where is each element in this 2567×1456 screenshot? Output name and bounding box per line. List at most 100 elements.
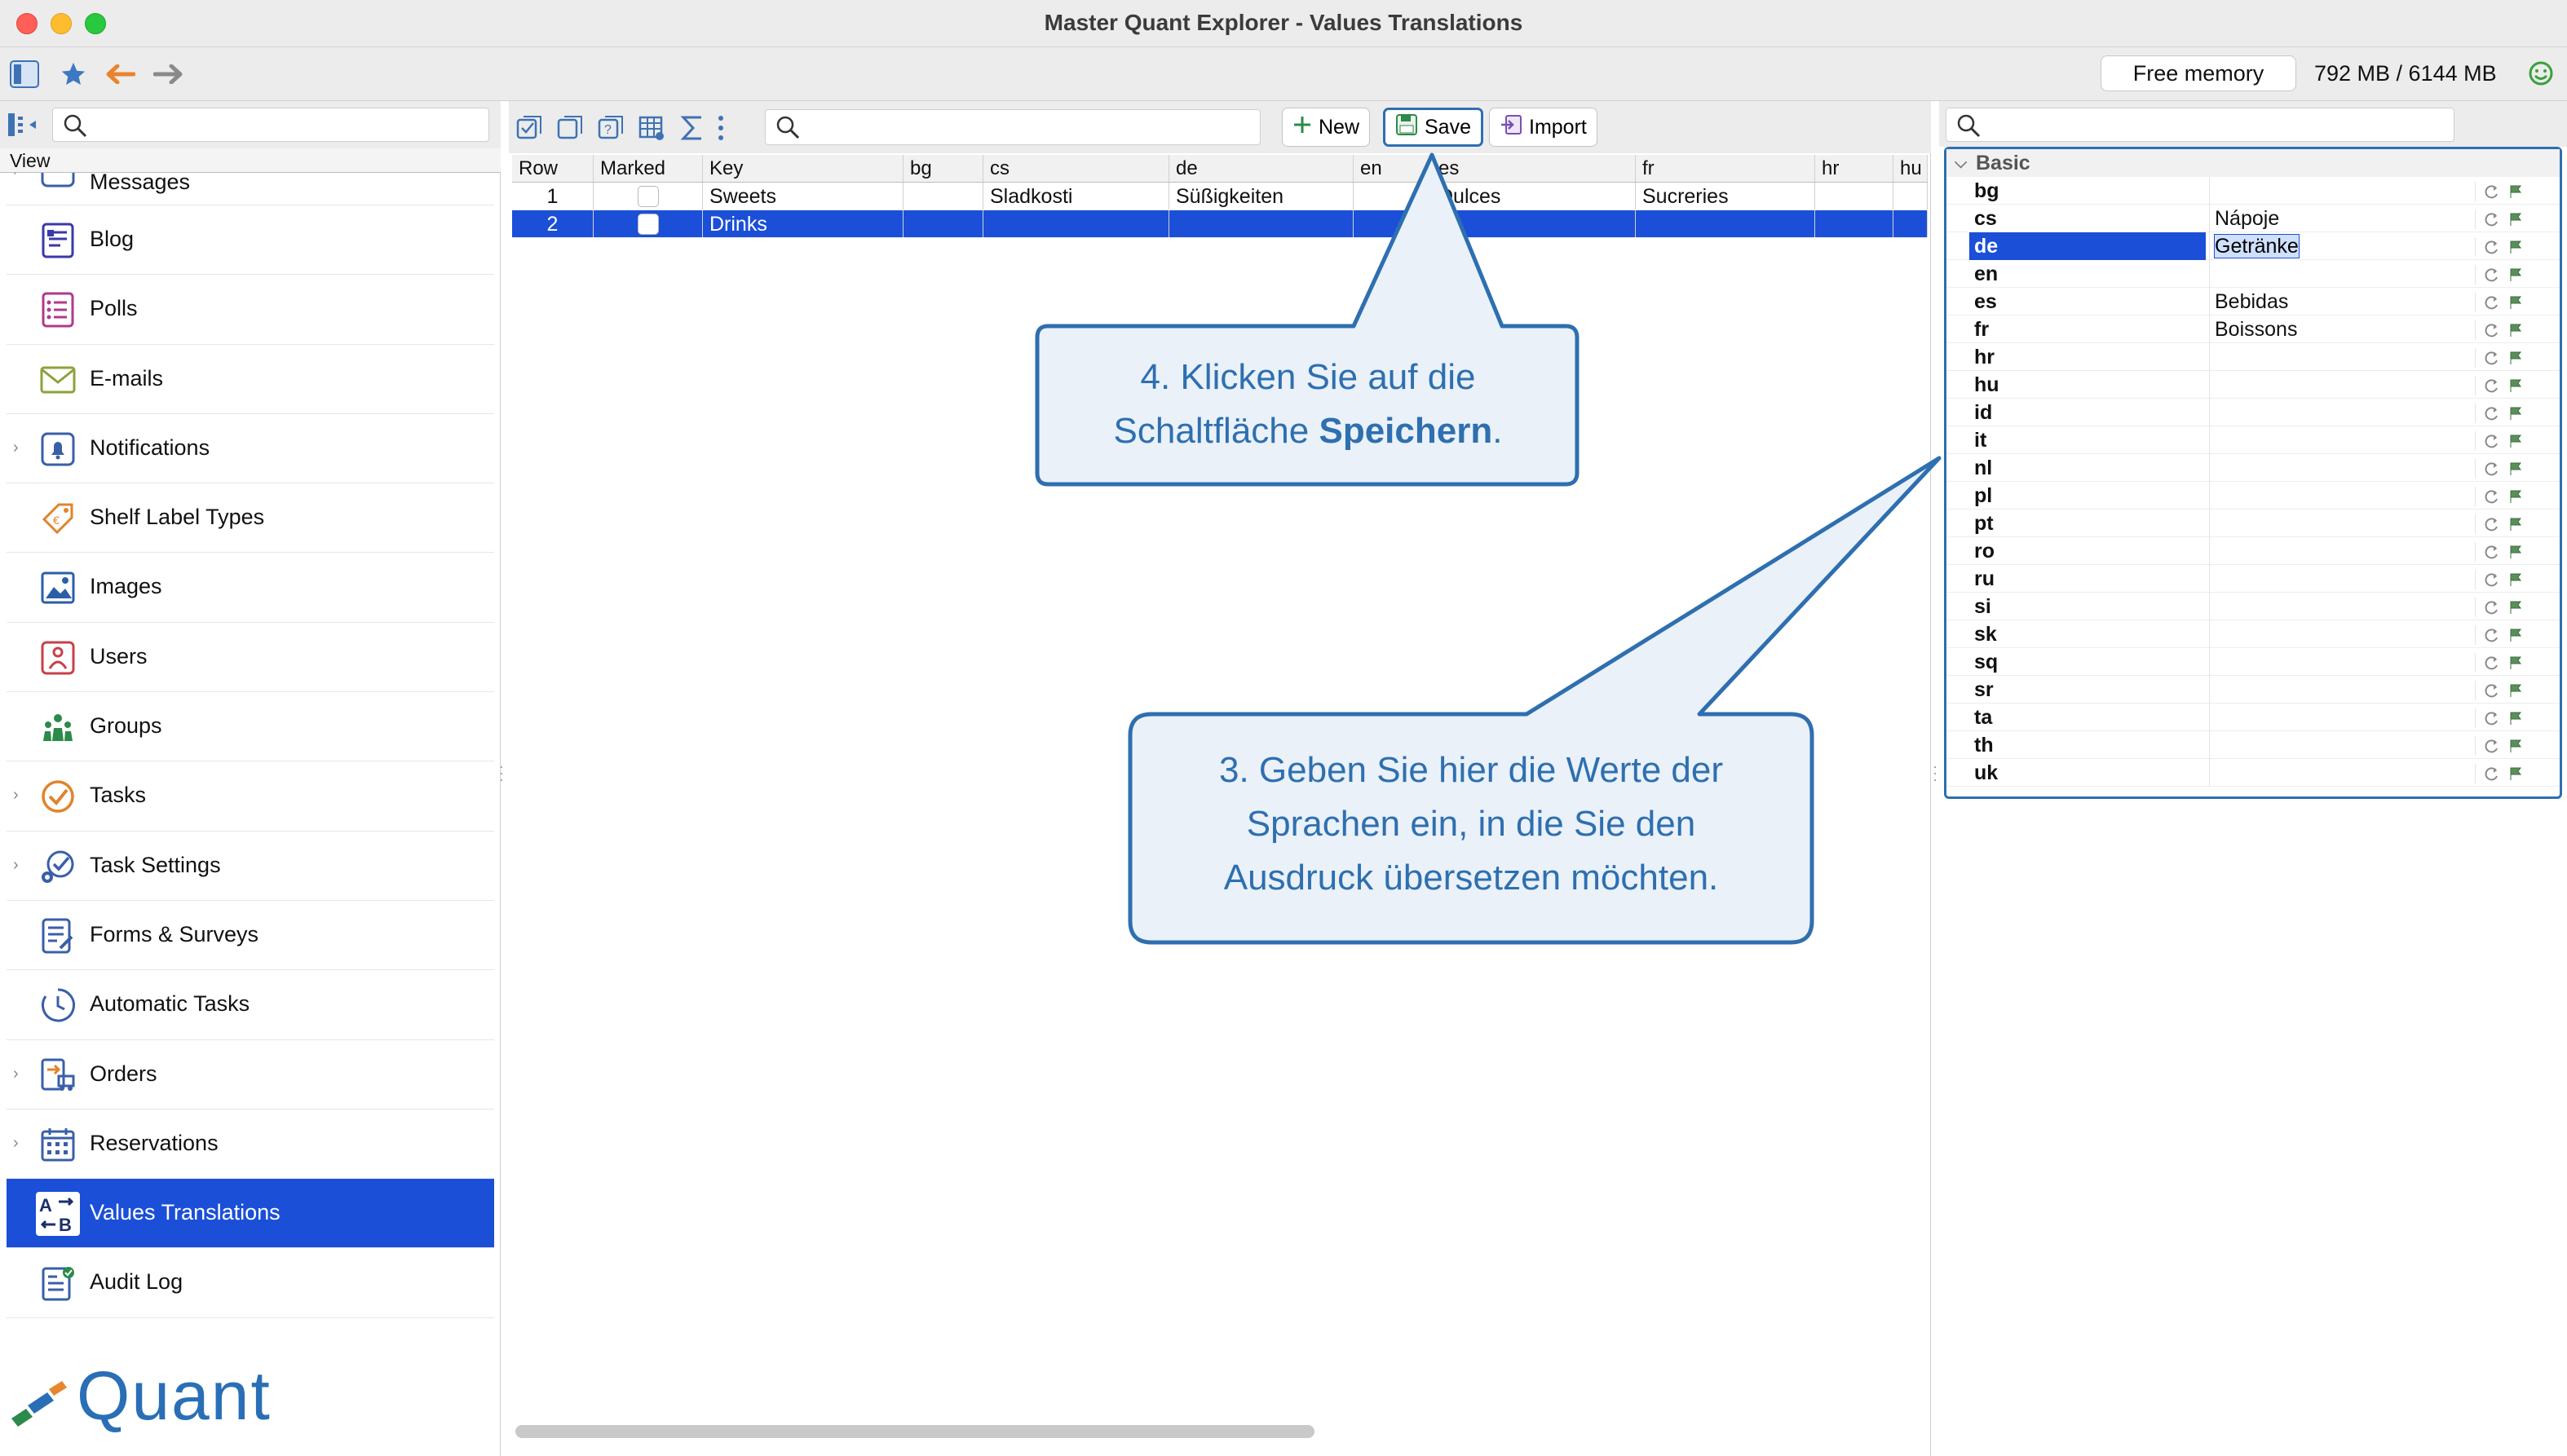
cell-de[interactable] — [1169, 210, 1354, 237]
reset-icon[interactable] — [2484, 376, 2500, 395]
translation-value-field[interactable] — [2209, 676, 2470, 704]
language-row-nl[interactable]: nl — [1946, 454, 2560, 482]
language-row-hr[interactable]: hr — [1946, 343, 2560, 371]
reset-icon[interactable] — [2484, 764, 2500, 783]
reset-icon[interactable] — [2484, 404, 2500, 423]
translation-value-field[interactable] — [2209, 565, 2470, 593]
language-row-uk[interactable]: uk — [1946, 759, 2560, 787]
language-row-pt[interactable]: pt — [1946, 510, 2560, 537]
save-button[interactable]: Save — [1383, 108, 1483, 147]
column-header-cs[interactable]: cs — [983, 155, 1169, 182]
sidebar-toggle-icon[interactable] — [8, 57, 41, 91]
translate-flag-icon[interactable] — [2508, 237, 2525, 257]
translate-flag-icon[interactable] — [2508, 681, 2525, 700]
language-row-ta[interactable]: ta — [1946, 704, 2560, 731]
reset-icon[interactable] — [2484, 210, 2500, 229]
sidebar-item-blog[interactable]: Blog — [7, 205, 494, 276]
translation-value-field[interactable] — [2209, 482, 2470, 510]
language-row-sq[interactable]: sq — [1946, 648, 2560, 676]
translate-flag-icon[interactable] — [2508, 348, 2525, 368]
language-row-ro[interactable]: ro — [1946, 537, 2560, 565]
translate-flag-icon[interactable] — [2508, 736, 2525, 756]
translate-flag-icon[interactable] — [2508, 293, 2525, 312]
cell-fr[interactable]: Sucreries — [1636, 183, 1815, 210]
properties-search-input[interactable] — [1946, 108, 2454, 142]
marked-checkbox[interactable] — [637, 213, 659, 235]
chevron-right-icon[interactable]: › — [13, 438, 19, 457]
chevron-right-icon[interactable]: › — [13, 1064, 19, 1083]
cell-de[interactable]: Süßigkeiten — [1169, 183, 1354, 210]
chevron-right-icon[interactable]: › — [13, 855, 19, 874]
translation-value-field[interactable] — [2209, 620, 2470, 648]
reset-icon[interactable] — [2484, 265, 2500, 285]
chevron-right-icon[interactable]: › — [13, 786, 19, 805]
key-cell[interactable]: Sweets — [703, 183, 904, 210]
uncheck-all-icon[interactable] — [554, 113, 585, 143]
table-settings-icon[interactable] — [636, 113, 667, 143]
sidebar-item-messages[interactable]: › Messages — [7, 173, 494, 205]
language-row-en[interactable]: en — [1946, 260, 2560, 288]
sidebar-item-reservations[interactable]: ›Reservations — [7, 1110, 494, 1180]
minimize-window-button[interactable] — [51, 13, 72, 34]
reset-icon[interactable] — [2484, 182, 2500, 201]
column-header-en[interactable]: en — [1354, 155, 1432, 182]
cell-hr[interactable] — [1815, 183, 1893, 210]
reset-icon[interactable] — [2484, 237, 2500, 257]
cell-hu[interactable] — [1893, 210, 1928, 237]
translation-value-field[interactable] — [2209, 399, 2470, 426]
translation-value-field[interactable] — [2209, 454, 2470, 482]
cell-bg[interactable] — [904, 183, 983, 210]
translate-flag-icon[interactable] — [2508, 182, 2525, 201]
column-header-row[interactable]: Row — [512, 155, 594, 182]
reset-icon[interactable] — [2484, 320, 2500, 340]
translation-value-field[interactable] — [2209, 510, 2470, 537]
reset-icon[interactable] — [2484, 570, 2500, 589]
cell-es[interactable] — [1432, 210, 1636, 237]
translation-value-field[interactable]: Nápoje — [2209, 205, 2470, 232]
sidebar-item-orders[interactable]: ›Orders — [7, 1040, 494, 1110]
translation-value-field[interactable] — [2209, 593, 2470, 620]
translate-flag-icon[interactable] — [2508, 625, 2525, 645]
reset-icon[interactable] — [2484, 653, 2500, 673]
translate-flag-icon[interactable] — [2508, 708, 2525, 728]
sidebar-item-users[interactable]: Users — [7, 623, 494, 693]
more-options-icon[interactable] — [713, 113, 729, 143]
marked-checkbox[interactable] — [637, 185, 659, 207]
chevron-right-icon[interactable]: › — [13, 173, 19, 180]
translate-flag-icon[interactable] — [2508, 376, 2525, 395]
invert-selection-icon[interactable]: ? — [595, 113, 626, 143]
language-row-th[interactable]: th — [1946, 731, 2560, 759]
forward-arrow-icon[interactable] — [152, 57, 184, 91]
cell-es[interactable]: Dulces — [1432, 183, 1636, 210]
translate-flag-icon[interactable] — [2508, 265, 2525, 285]
new-button[interactable]: New — [1282, 108, 1371, 147]
reset-icon[interactable] — [2484, 681, 2500, 700]
sidebar-item-e-mails[interactable]: E-mails — [7, 345, 494, 414]
column-header-key[interactable]: Key — [703, 155, 904, 182]
reset-icon[interactable] — [2484, 487, 2500, 506]
navigation-search-input[interactable] — [52, 108, 489, 142]
translate-flag-icon[interactable] — [2508, 404, 2525, 423]
sidebar-item-audit-log[interactable]: Audit Log — [7, 1248, 494, 1318]
chevron-down-icon[interactable]: ⌵ — [1955, 154, 1968, 172]
column-header-hr[interactable]: hr — [1815, 155, 1893, 182]
sidebar-item-images[interactable]: Images — [7, 553, 494, 623]
reset-icon[interactable] — [2484, 293, 2500, 312]
column-header-hu[interactable]: hu — [1893, 155, 1928, 182]
translation-value-field[interactable] — [2209, 537, 2470, 565]
zoom-window-button[interactable] — [85, 13, 106, 34]
cell-cs[interactable] — [983, 210, 1169, 237]
sidebar-item-forms-surveys[interactable]: Forms & Surveys — [7, 901, 494, 971]
group-header-basic[interactable]: ⌵ Basic — [1946, 149, 2560, 177]
grid-search-input[interactable] — [765, 109, 1261, 145]
translate-flag-icon[interactable] — [2508, 542, 2525, 562]
translation-value-field[interactable] — [2209, 731, 2470, 759]
column-header-marked[interactable]: Marked — [594, 155, 703, 182]
language-row-bg[interactable]: bg — [1946, 177, 2560, 205]
cell-fr[interactable] — [1636, 210, 1815, 237]
translation-value-field[interactable]: Getränke — [2209, 232, 2470, 260]
reset-icon[interactable] — [2484, 736, 2500, 756]
